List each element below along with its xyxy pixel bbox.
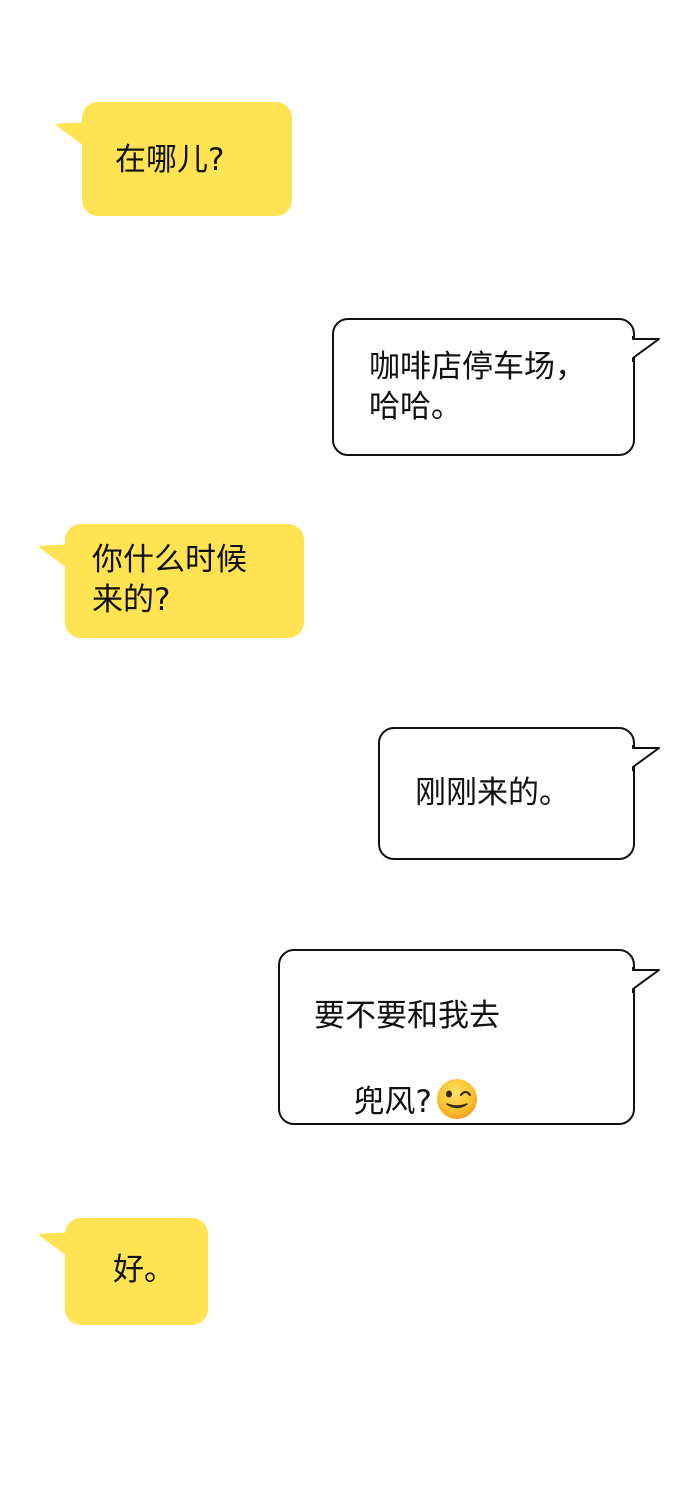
bubble-tail-icon: [630, 967, 660, 993]
message-text: 在哪儿?: [115, 142, 225, 178]
winking-face-icon: [436, 1079, 477, 1119]
message-text: 咖啡店停车场，: [369, 349, 586, 385]
bubble-tail-icon: [39, 544, 69, 568]
outgoing-message-bubble: 要不要和我去 兜风?: [278, 949, 660, 1125]
message-text: 要不要和我去: [314, 998, 500, 1034]
outgoing-message-bubble: 刚刚来的。: [378, 727, 660, 860]
message-text: 兜风?: [353, 1084, 432, 1120]
message-text: 好。: [113, 1252, 175, 1288]
incoming-message-bubble: 你什么时候 来的?: [39, 524, 304, 638]
incoming-message-bubble: 好。: [39, 1218, 208, 1325]
bubble-tail-icon: [630, 336, 660, 362]
message-text: 你什么时候: [92, 542, 247, 578]
incoming-message-bubble: 在哪儿?: [56, 102, 292, 216]
bubble-tail-icon: [630, 745, 660, 771]
message-text: 来的?: [92, 582, 171, 618]
bubble-tail-icon: [39, 1232, 69, 1256]
message-text-line: 兜风?: [314, 1038, 478, 1162]
outgoing-message-bubble: 咖啡店停车场， 哈哈。: [332, 318, 660, 456]
message-text: 刚刚来的。: [415, 775, 570, 811]
message-text: 哈哈。: [369, 389, 462, 425]
bubble-tail-icon: [56, 122, 86, 146]
